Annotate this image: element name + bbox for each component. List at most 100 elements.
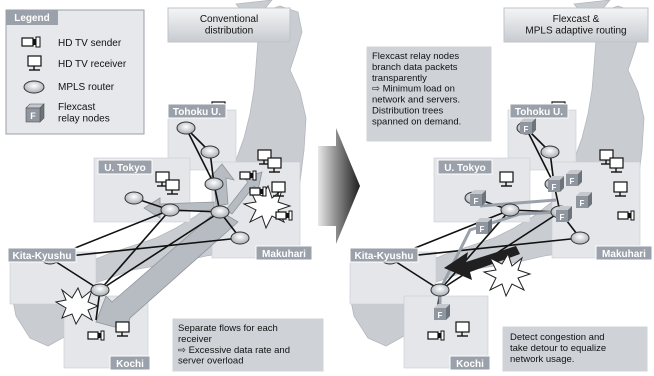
left-sender-makuhari-b xyxy=(249,186,267,197)
right-router-makuhari xyxy=(570,231,590,245)
right-receiver-makuhari-c xyxy=(613,181,628,197)
text-line: transparently xyxy=(372,73,427,84)
legend-label-router: MPLS router xyxy=(58,82,115,93)
right-label-tokyo: U. Tokyo xyxy=(444,163,485,174)
right-relay-makuhari-b: F xyxy=(576,192,592,208)
svg-text:F: F xyxy=(552,183,557,192)
right-panel: F F F F F F F F Tohoku U. U. xyxy=(349,0,653,373)
left-senders xyxy=(87,170,293,341)
text-line: Conventional xyxy=(200,14,258,25)
text-line: relay nodes xyxy=(58,114,110,125)
right-label-tohoku: Tohoku U. xyxy=(515,107,563,118)
svg-text:F: F xyxy=(580,199,585,208)
text-line: ⇨ Excessive data rate and xyxy=(178,345,290,356)
right-relay-tokyo: F xyxy=(470,190,486,206)
right-relay-west: F xyxy=(476,218,492,234)
legend: Legend HD TV sender HD TV receiver MPLS … xyxy=(5,9,145,135)
right-network-links xyxy=(389,127,581,321)
hd-tv-sender-icon xyxy=(21,36,41,48)
left-router-hub xyxy=(204,177,224,191)
right-flow-to-tokyo xyxy=(479,198,557,208)
right-router-tokyo-east xyxy=(500,203,520,217)
svg-text:F: F xyxy=(30,111,36,121)
left-label-kochi: Kochi xyxy=(116,359,144,370)
left-callout-box xyxy=(171,317,325,373)
right-relay-nodes: F F F F F F F F xyxy=(434,118,592,320)
right-relay-core: F xyxy=(556,206,572,222)
legend-label-sender: HD TV sender xyxy=(58,38,122,49)
svg-text:F: F xyxy=(570,177,575,186)
transition-arrow xyxy=(318,128,360,244)
left-label-tohoku: Tohoku U. xyxy=(173,107,221,118)
text-line: Flexcast & xyxy=(553,14,600,25)
right-router-tohoku-south xyxy=(540,145,560,159)
text-line: Detect congestion and xyxy=(510,332,605,343)
text-line: MPLS adaptive routing xyxy=(525,26,626,37)
right-receiver-tokyo xyxy=(499,171,514,187)
right-callout-top-box xyxy=(365,45,493,143)
mpls-router-icon xyxy=(23,80,45,94)
svg-text:F: F xyxy=(480,225,485,234)
right-detour-arrow xyxy=(444,246,520,280)
left-label-tokyo: U. Tokyo xyxy=(104,163,145,174)
left-router-core xyxy=(210,205,230,219)
left-burst-kochi xyxy=(54,286,100,326)
right-relay-tohoku: F xyxy=(520,118,536,134)
text-line: network and servers. xyxy=(372,95,460,106)
right-receiver-kochi xyxy=(455,321,470,337)
right-label-kochi: Kochi xyxy=(456,359,484,370)
right-receiver-makuhari-b xyxy=(609,157,624,173)
right-sender-makuhari xyxy=(617,210,635,221)
left-router-makuhari xyxy=(230,231,250,245)
left-title-box xyxy=(167,7,291,43)
svg-text:F: F xyxy=(474,197,479,206)
left-flow-arrow-to-kochi xyxy=(95,209,239,331)
left-receiver-kochi xyxy=(115,321,130,337)
left-panel: Tohoku U. U. Tokyo Kita-Kyushu Makuhari … xyxy=(5,0,325,373)
text-line: branch data packets xyxy=(372,62,458,73)
left-receiver-tokyo-b xyxy=(165,179,180,195)
svg-text:F: F xyxy=(438,311,443,320)
left-receiver-makuhari-b xyxy=(267,157,282,173)
text-line: server overload xyxy=(178,356,243,367)
legend-title: Legend xyxy=(14,13,50,24)
left-router-tokyo xyxy=(124,191,144,205)
left-router-west xyxy=(90,283,110,297)
legend-title-box xyxy=(6,10,58,25)
right-sender-kochi xyxy=(427,330,445,341)
text-line: distribution xyxy=(205,26,253,37)
left-router-tohoku xyxy=(176,121,196,135)
left-sender-kochi xyxy=(87,330,105,341)
right-title: Flexcast &MPLS adaptive routing xyxy=(525,14,626,37)
left-label-kita-kyushu: Kita-Kyushu xyxy=(13,251,72,262)
flexcast-relay-icon: F xyxy=(25,103,45,123)
left-receiver-makuhari-a xyxy=(257,149,272,165)
svg-text:F: F xyxy=(524,125,529,134)
left-sender-makuhari-c xyxy=(275,210,293,221)
right-flow-detour xyxy=(438,210,561,318)
right-relay-hub: F xyxy=(548,176,564,192)
text-line: Distribution trees xyxy=(372,106,444,117)
right-senders xyxy=(427,210,635,341)
left-region-labels: Tohoku U. U. Tokyo Kita-Kyushu Makuhari … xyxy=(7,103,313,371)
right-label-makuhari: Makuhari xyxy=(602,249,646,260)
text-line: Flexcast relay nodes xyxy=(372,51,459,62)
right-callout-bottom-box xyxy=(501,325,649,373)
right-router-west xyxy=(430,283,450,297)
text-line: Flexcast xyxy=(58,102,95,113)
right-flow-paths xyxy=(438,198,561,318)
right-label-kita-kyushu: Kita-Kyushu xyxy=(355,251,414,262)
text-line: spanned on demand. xyxy=(372,116,461,127)
text-line: receiver xyxy=(178,334,212,345)
left-router-tohoku-south xyxy=(200,145,220,159)
left-sender-makuhari-a xyxy=(239,170,257,181)
hd-tv-receiver-icon xyxy=(27,55,42,71)
right-region-labels: Tohoku U. U. Tokyo Kita-Kyushu Makuhari … xyxy=(349,103,653,371)
text-line: ⇨ Minimum load on xyxy=(372,84,455,95)
left-router-tokyo-east xyxy=(160,203,180,217)
